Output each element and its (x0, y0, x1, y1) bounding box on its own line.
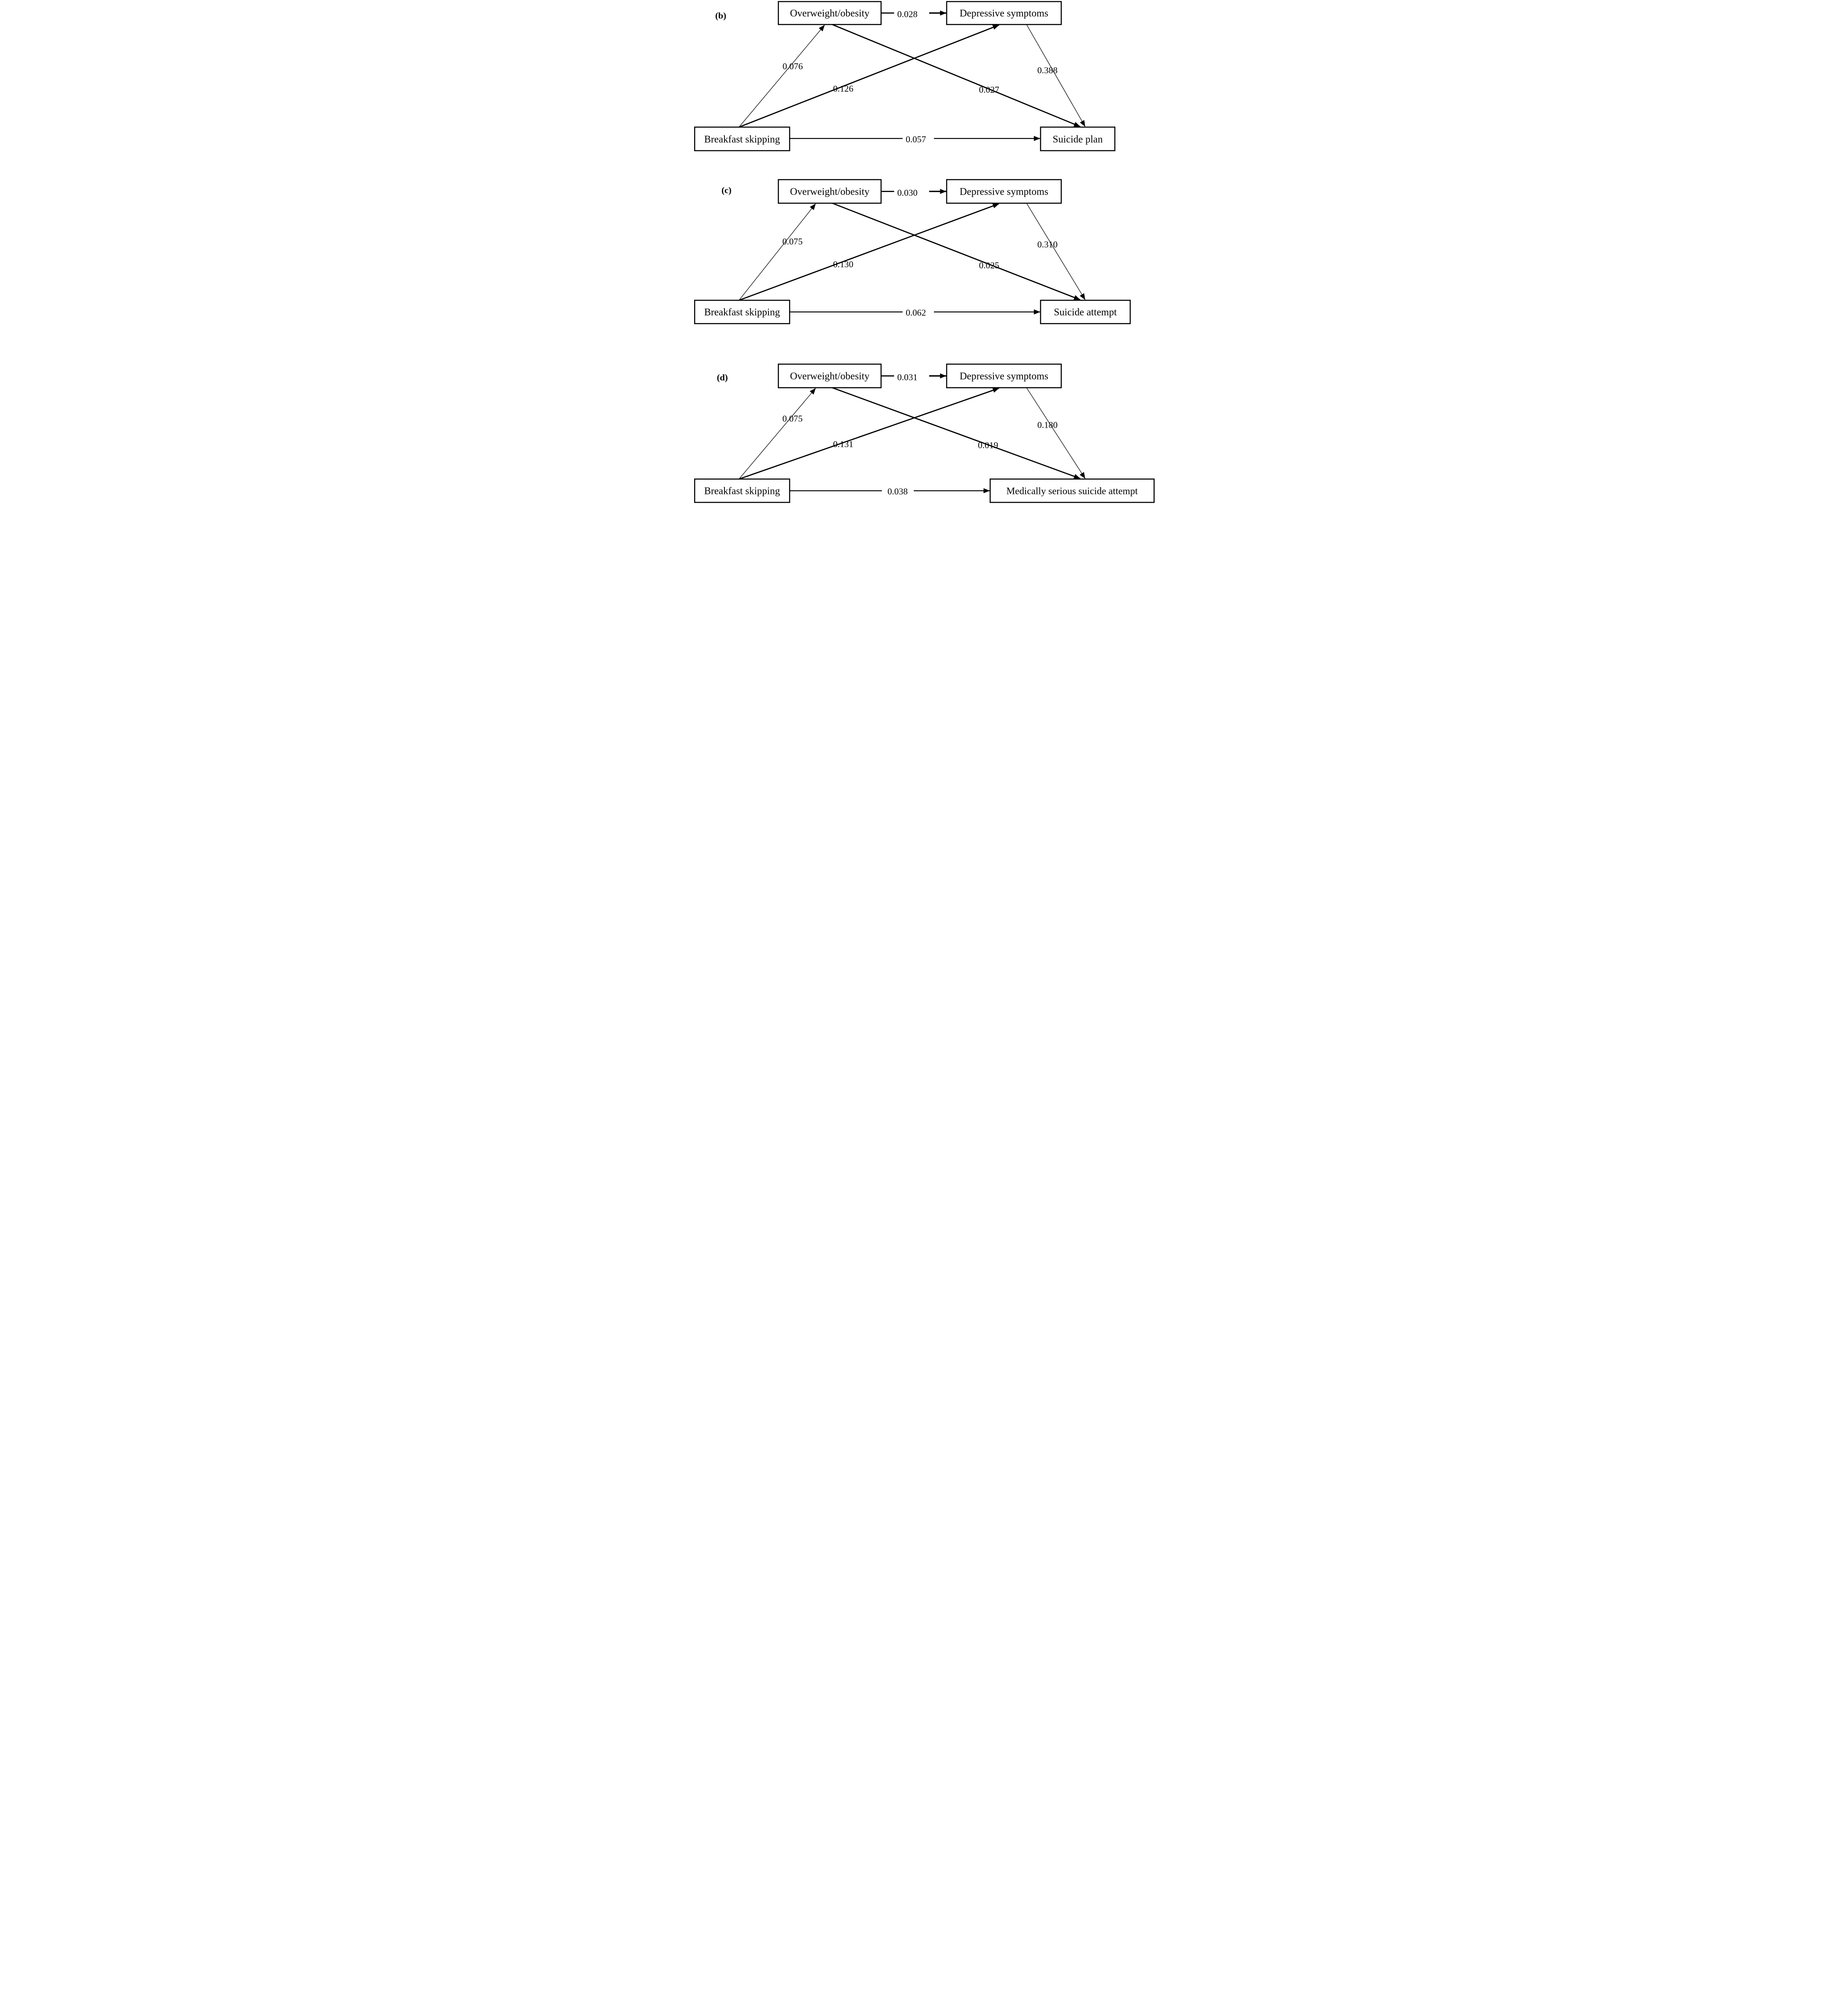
mediation-figure: (b) 0.028 0.076 0.126 0.027 0.388 0.057 … (692, 0, 1156, 504)
coef-weight-depression: 0.028 (897, 9, 917, 19)
coef-weight-depression: 0.031 (897, 372, 917, 382)
node-breakfast-skipping-box (694, 299, 790, 324)
path-diagram-canvas: (b) 0.028 0.076 0.126 0.027 0.388 0.057 … (692, 0, 1156, 504)
coef-weight-outcome: 0.019 (978, 440, 998, 450)
node-depressive-symptoms-label: Depressive symptoms (959, 187, 1048, 198)
coef-depression-outcome: 0.180 (1037, 420, 1057, 430)
coef-depression-outcome: 0.310 (1037, 239, 1057, 250)
coef-exposure-outcome: 0.057 (906, 134, 926, 144)
node-depressive-symptoms-box (946, 364, 1062, 388)
edge-depression-outcome (1026, 387, 1085, 479)
node-overweight-obesity-box (777, 364, 882, 388)
node-breakfast-skipping-label: Breakfast skipping (704, 486, 780, 497)
edge-exposure-weight (738, 388, 816, 480)
node-breakfast-skipping-label: Breakfast skipping (704, 134, 780, 145)
node-breakfast-skipping-box (694, 478, 790, 503)
node-overweight-obesity-label: Overweight/obesity (790, 371, 869, 382)
node-overweight-obesity: Overweight/obesity (777, 179, 882, 204)
edge-depression-outcome (1026, 203, 1085, 300)
node-depressive-symptoms-label: Depressive symptoms (959, 8, 1048, 19)
panel-b: (b) 0.028 0.076 0.126 0.027 0.388 0.057 … (694, 1, 1115, 152)
coef-exposure-depression: 0.126 (833, 84, 853, 94)
edge-weight-outcome (832, 387, 1080, 479)
node-overweight-obesity-label: Overweight/obesity (790, 187, 869, 198)
coef-exposure-weight: 0.076 (782, 61, 803, 71)
edge-exposure-depression (738, 203, 999, 301)
coef-exposure-depression: 0.131 (833, 439, 853, 449)
coef-exposure-weight: 0.075 (782, 413, 802, 423)
panel-c-label: (c) (721, 185, 731, 195)
node-suicide-attempt-box (1039, 299, 1131, 324)
coef-exposure-outcome: 0.062 (906, 308, 926, 318)
node-depressive-symptoms: Depressive symptoms (946, 364, 1062, 388)
coef-exposure-depression: 0.130 (833, 259, 853, 269)
node-overweight-obesity-box (777, 179, 882, 204)
panel-b-label: (b) (715, 11, 726, 21)
node-medically-serious-suicide-attempt-label: Medically serious suicide attempt (1006, 486, 1138, 497)
node-overweight-obesity: Overweight/obesity (777, 1, 882, 25)
coef-exposure-weight: 0.075 (782, 236, 802, 247)
coef-exposure-outcome: 0.038 (887, 486, 908, 497)
node-suicide-plan: Suicide plan (1039, 126, 1115, 152)
panel-d: (d) 0.031 0.075 0.131 0.019 0.180 0.038 … (694, 364, 1155, 503)
node-breakfast-skipping: Breakfast skipping (694, 478, 790, 503)
node-medically-serious-suicide-attempt: Medically serious suicide attempt (989, 478, 1155, 503)
node-depressive-symptoms: Depressive symptoms (946, 1, 1062, 25)
node-overweight-obesity: Overweight/obesity (777, 364, 882, 388)
edge-exposure-depression (738, 24, 999, 128)
coef-depression-outcome: 0.388 (1037, 65, 1057, 75)
node-breakfast-skipping-label: Breakfast skipping (704, 307, 780, 318)
node-overweight-obesity-label: Overweight/obesity (790, 8, 869, 19)
node-suicide-plan-label: Suicide plan (1053, 134, 1103, 145)
node-overweight-obesity-box (777, 1, 882, 25)
panel-d-label: (d) (716, 372, 727, 383)
edge-exposure-depression (738, 388, 999, 480)
edge-weight-outcome (832, 202, 1080, 301)
coef-weight-outcome: 0.025 (979, 260, 999, 270)
node-suicide-attempt-label: Suicide attempt (1054, 307, 1117, 318)
node-depressive-symptoms-box (946, 179, 1062, 204)
node-breakfast-skipping: Breakfast skipping (694, 299, 790, 324)
panel-c: (c) 0.030 0.075 0.130 0.025 0.310 0.062 … (694, 179, 1131, 324)
node-suicide-plan-box (1039, 126, 1115, 152)
node-depressive-symptoms-label: Depressive symptoms (959, 371, 1048, 382)
edge-depression-outcome (1026, 24, 1085, 127)
node-depressive-symptoms: Depressive symptoms (946, 179, 1062, 204)
node-medically-serious-suicide-attempt-box (989, 478, 1155, 503)
edge-exposure-weight (738, 24, 825, 128)
edge-weight-outcome (832, 24, 1080, 128)
coef-weight-depression: 0.030 (897, 187, 917, 198)
node-suicide-attempt: Suicide attempt (1039, 299, 1131, 324)
node-breakfast-skipping: Breakfast skipping (694, 126, 790, 152)
node-depressive-symptoms-box (946, 1, 1062, 25)
background (692, 0, 1156, 504)
coef-weight-outcome: 0.027 (979, 84, 999, 95)
node-breakfast-skipping-box (694, 126, 790, 152)
edge-exposure-weight (738, 203, 816, 301)
